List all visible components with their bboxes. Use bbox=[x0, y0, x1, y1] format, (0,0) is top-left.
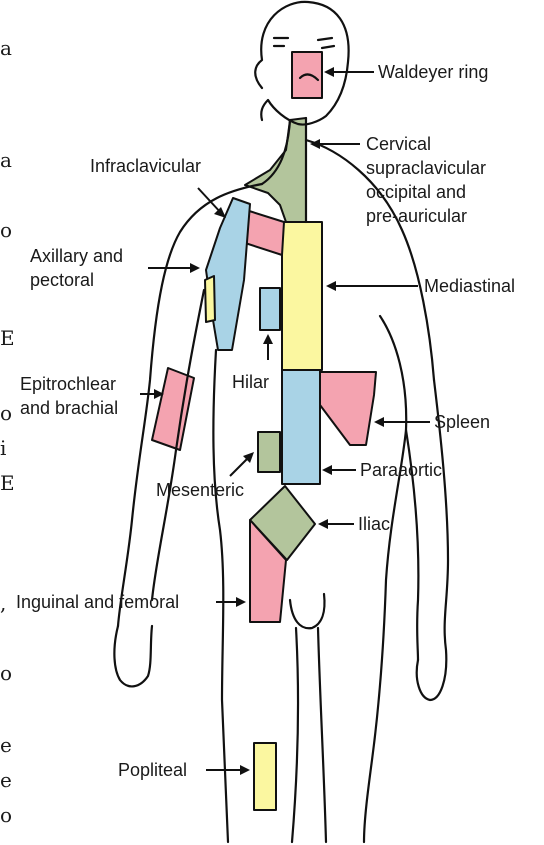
edge-fragment: e bbox=[0, 768, 12, 792]
edge-fragment: a bbox=[0, 148, 12, 172]
edge-fragment: o bbox=[0, 661, 12, 685]
edge-fragment: , bbox=[0, 591, 6, 615]
region-hilar bbox=[260, 288, 280, 330]
arrowhead bbox=[236, 597, 246, 607]
region-mesenteric bbox=[258, 432, 280, 472]
left-inner-leg bbox=[292, 628, 298, 842]
region-paraaortic bbox=[282, 370, 320, 484]
label-cervical-line1: Cervical bbox=[366, 134, 431, 154]
edge-fragment: e bbox=[0, 733, 12, 757]
eyes-outline bbox=[274, 38, 334, 48]
arrowhead bbox=[240, 765, 250, 775]
arrowhead bbox=[318, 519, 328, 529]
region-pectoral-small bbox=[205, 276, 215, 322]
label-epitrochlear-line2: and brachial bbox=[20, 398, 118, 418]
edge-fragment: o bbox=[0, 401, 12, 425]
edge-fragment: o bbox=[0, 218, 12, 242]
label-cervical-line2: supraclavicular bbox=[366, 158, 486, 178]
arrowhead bbox=[374, 417, 384, 427]
edge-fragment: i bbox=[0, 436, 6, 460]
arrowhead bbox=[322, 465, 332, 475]
region-axillary bbox=[206, 198, 250, 350]
edge-fragment: E bbox=[0, 471, 15, 495]
label-waldeyer-ring: Waldeyer ring bbox=[378, 62, 488, 82]
edge-fragment: o bbox=[0, 803, 12, 827]
right-inner-leg bbox=[318, 628, 326, 842]
region-popliteal bbox=[254, 743, 276, 810]
arrowhead bbox=[324, 67, 334, 77]
edge-fragment: E bbox=[0, 326, 15, 350]
label-iliac: Iliac bbox=[358, 514, 390, 534]
crotch-outline bbox=[290, 594, 325, 628]
label-axillary-line2: pectoral bbox=[30, 270, 94, 290]
label-hilar: Hilar bbox=[232, 372, 269, 392]
label-mesenteric: Mesenteric bbox=[156, 480, 244, 500]
label-spleen: Spleen bbox=[434, 412, 490, 432]
arrowhead bbox=[326, 281, 336, 291]
arrowhead bbox=[310, 139, 320, 149]
region-labels: Waldeyer ring Cervical supraclavicular o… bbox=[16, 62, 515, 780]
region-mediastinal bbox=[282, 222, 322, 370]
left-edge-text-fragments: a a o E o i E , o e e o bbox=[0, 36, 15, 827]
region-spleen bbox=[320, 372, 376, 445]
edge-fragment: a bbox=[0, 36, 12, 60]
label-paraaortic: Paraaortic bbox=[360, 460, 442, 480]
label-axillary-line1: Axillary and bbox=[30, 246, 123, 266]
label-cervical-line4: pre-auricular bbox=[366, 206, 467, 226]
label-cervical-line3: occipital and bbox=[366, 182, 466, 202]
label-inguinal-femoral: Inguinal and femoral bbox=[16, 592, 179, 612]
left-torso bbox=[213, 350, 228, 842]
label-infraclavicular: Infraclavicular bbox=[90, 156, 201, 176]
label-popliteal: Popliteal bbox=[118, 760, 187, 780]
label-mediastinal: Mediastinal bbox=[424, 276, 515, 296]
left-hand bbox=[114, 626, 152, 686]
arrowhead bbox=[190, 263, 200, 273]
label-epitrochlear-line1: Epitrochlear bbox=[20, 374, 116, 394]
arrowhead bbox=[263, 334, 273, 344]
